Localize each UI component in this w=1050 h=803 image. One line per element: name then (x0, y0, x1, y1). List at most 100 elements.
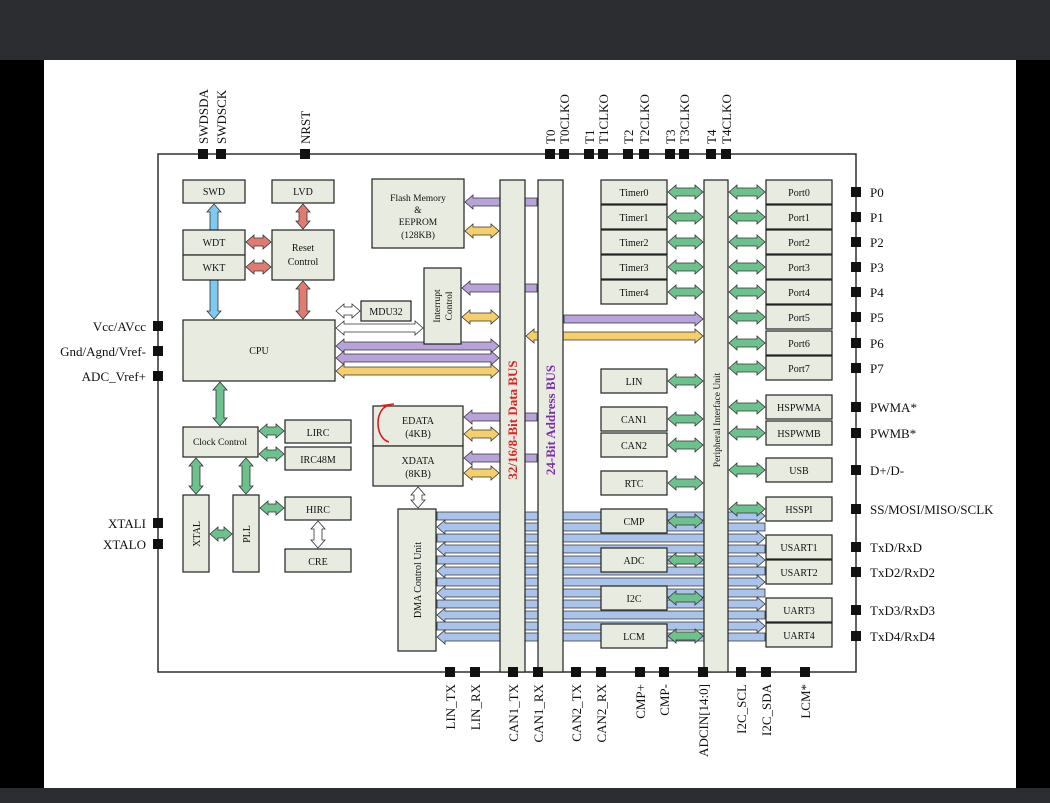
left-pin-label-1: Gnd/Agnd/Vref- (60, 344, 146, 359)
peripheral-port5-arrow (728, 309, 766, 325)
edata-label-1: EDATA (402, 416, 435, 427)
right-pin-pad-6 (851, 338, 861, 348)
top-pin-label-12: T4CLKO (719, 94, 734, 144)
peripheral-unit-label: Peripheral Interface Unit (712, 372, 723, 467)
timer4-block (600, 279, 668, 305)
clock-control-label: Clock Control (193, 438, 247, 448)
timer3-block (600, 254, 668, 280)
hspwmb-block (765, 420, 833, 446)
right-pin-pad-14 (851, 605, 861, 615)
interrupt-data-bus-arrow (461, 309, 500, 325)
timer0-block (600, 179, 668, 205)
periph-link-arrow-6 (667, 590, 704, 606)
can1-label: CAN1 (621, 415, 647, 426)
timer2-label: Timer2 (619, 238, 648, 249)
top-pin-label-10: T3CLKO (677, 94, 692, 144)
bottom-pin-pad-3 (533, 667, 543, 677)
usart2-label: USART2 (780, 568, 817, 579)
top-pin-label-8: T2CLKO (637, 94, 652, 144)
can1-block (600, 406, 668, 432)
right-pin-label-14: TxD3/RxD3 (870, 603, 935, 618)
dma-control-block (397, 508, 437, 652)
xdata-block (372, 445, 464, 487)
port2-label: Port2 (788, 238, 810, 249)
usb-block (765, 457, 833, 483)
usart2-block (765, 559, 833, 585)
right-pin-label-13: TxD2/RxD2 (870, 565, 935, 580)
timer1-label: Timer1 (619, 213, 648, 224)
port2-block (765, 229, 833, 255)
cmp-label: CMP (623, 517, 645, 528)
peripheral-port3-arrow (728, 259, 766, 275)
bottom-pin-pad-6 (635, 667, 645, 677)
right-pin-pad-2 (851, 237, 861, 247)
top-pin-pad-1 (216, 149, 226, 159)
bottom-pin-label-11: LCM* (798, 684, 813, 719)
bottom-pin-pad-9 (736, 667, 746, 677)
port6-label: Port6 (788, 339, 810, 350)
reset-control-block (271, 229, 335, 281)
interrupt-control-block (423, 267, 462, 345)
clock-lirc-arrow (258, 423, 285, 439)
timer3-label: Timer3 (619, 263, 648, 274)
left-pin-label-3: XTALI (108, 516, 146, 531)
pll-block (232, 494, 260, 573)
port5-block (765, 304, 833, 330)
right-pin-label-15: TxD4/RxD4 (870, 629, 936, 644)
port1-label: Port1 (788, 213, 810, 224)
uart3-block (765, 597, 833, 623)
bottom-pin-label-9: I2C_SCL (734, 684, 749, 734)
bottom-pin-pad-0 (445, 667, 455, 677)
reset-label-1: Reset (292, 243, 314, 254)
top-pin-pad-11 (706, 149, 716, 159)
dma-label: DMA Control Unit (413, 542, 424, 618)
clock-irc48m-arrow (258, 446, 285, 462)
right-pin-pad-3 (851, 262, 861, 272)
bottom-pin-label-6: CMP+ (633, 684, 648, 719)
port0-block (765, 179, 833, 205)
lirc-block (284, 419, 352, 444)
port1-block (765, 204, 833, 230)
irc48m-label: IRC48M (300, 455, 336, 466)
left-pin-pad-2 (153, 371, 163, 381)
left-pin-pad-0 (153, 321, 163, 331)
hirc-label: HIRC (306, 505, 330, 516)
window-top-bar (0, 0, 1050, 60)
bottom-pin-label-8: ADCIN[14:0] (696, 684, 711, 757)
xtal-pll-arrow (209, 526, 233, 542)
wkt-label: WKT (203, 263, 226, 274)
clock-xtal-arrow (188, 457, 204, 495)
bottom-pin-pad-4 (571, 667, 581, 677)
hsspi-block (765, 496, 833, 522)
adc-label: ADC (623, 556, 644, 567)
handwritten-annotation (377, 404, 392, 443)
right-pin-label-2: P2 (870, 235, 884, 250)
cpu-block (182, 319, 336, 382)
periph-link-arrow-4 (667, 513, 704, 529)
right-pin-label-9: PWMB* (870, 426, 916, 441)
top-pin-label-1: SWDSCK (214, 89, 229, 144)
top-pin-label-3: T0 (543, 130, 558, 144)
lin-block (600, 368, 668, 394)
hsspi-label: HSSPI (785, 505, 812, 516)
bottom-pin-pad-10 (761, 667, 771, 677)
left-pin-label-4: XTALO (103, 537, 146, 552)
left-pin-label-2: ADC_Vref+ (82, 369, 146, 384)
flash-label-2: & (414, 206, 422, 216)
swd-block (182, 179, 246, 204)
i2c-block (600, 585, 668, 611)
window-bottom-bar (0, 788, 1050, 803)
lcm-block (600, 623, 668, 649)
rtc-label: RTC (625, 479, 644, 490)
wdt-label: WDT (203, 238, 226, 249)
i2c-label: I2C (627, 594, 642, 605)
data-bus-label: 32/16/8-Bit Data BUS (505, 360, 520, 479)
data-bus-peripheral-arrow (525, 328, 704, 344)
hspwma-label: HSPWMA (777, 403, 822, 414)
periph-link-arrow-7 (667, 628, 704, 644)
bottom-pin-label-0: LIN_TX (443, 683, 458, 729)
mdu32-block (360, 300, 412, 322)
